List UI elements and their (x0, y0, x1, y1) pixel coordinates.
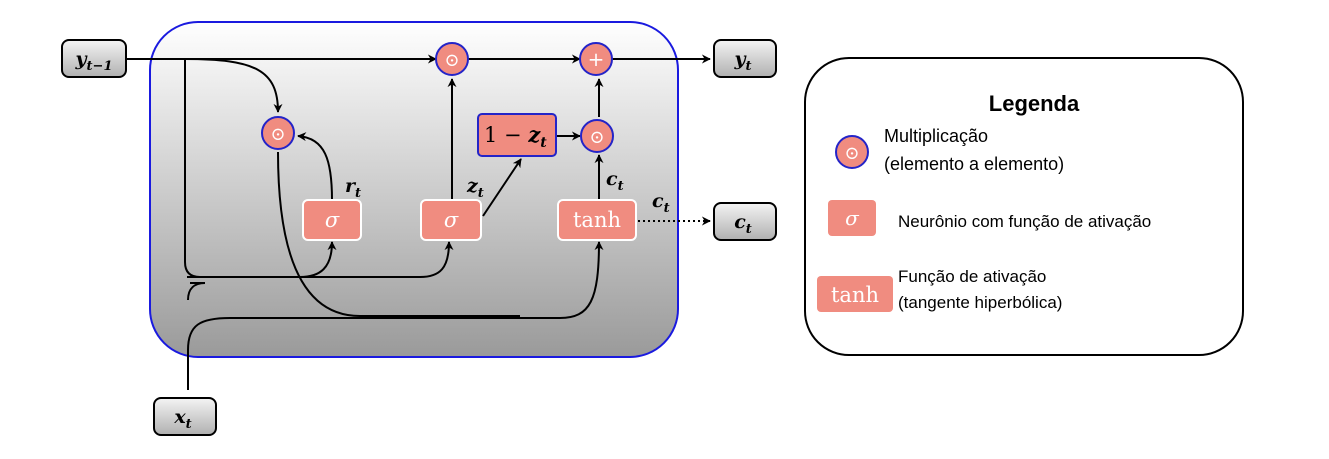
tanh-node: tanh (557, 199, 637, 241)
connections (126, 54, 711, 390)
edge-xt-up-tanh (187, 241, 604, 390)
svg-text:tanh: tanh (831, 283, 879, 307)
odot-reset-symbol: ⊙ (270, 124, 285, 145)
one-minus-z-node: 1 − zt (477, 113, 557, 157)
edge-xt-up-gates (187, 282, 206, 301)
edge-sigmar-to-reset (297, 132, 333, 201)
label-r-t: rt (345, 175, 361, 201)
one-minus-prefix: 1 − (484, 123, 528, 147)
x-t-sub: t (186, 417, 192, 432)
label-c-t-dotted: ct (652, 190, 670, 216)
tanh-symbol: tanh (573, 208, 621, 232)
y-prev-sub: t−1 (87, 59, 113, 74)
sigma-z-symbol: σ (444, 208, 459, 232)
y-prev-base: y (75, 48, 89, 70)
sigma-r-symbol: σ (325, 208, 340, 232)
input-x-t: xt (153, 397, 217, 436)
input-y-prev: yt−1 (61, 39, 127, 78)
svg-text:⊙: ⊙ (844, 143, 859, 164)
c-t-base: c (734, 211, 746, 233)
sigma-r-node: σ (302, 199, 362, 241)
legend-sigma-text: Neurônio com função de ativação (898, 212, 1151, 231)
svg-text:ct: ct (734, 211, 752, 237)
svg-text:yt: yt (733, 48, 751, 74)
edge-reset-odot-to-tanh (277, 151, 520, 317)
x-t-base: x (173, 406, 186, 428)
legend: Legenda ⊙ Multiplicação (elemento a elem… (804, 57, 1244, 356)
legend-mult-line2: (elemento a elemento) (884, 154, 1064, 174)
svg-text:σ: σ (845, 206, 860, 230)
legend-mult-icon: ⊙ (835, 135, 869, 169)
legend-tanh-icon: tanh (817, 276, 893, 312)
odot-right: ⊙ (580, 119, 614, 153)
legend-sigma-icon: σ (828, 200, 876, 236)
label-c-t-upper: ct (606, 168, 624, 194)
output-c-t: ct (713, 202, 777, 241)
plus-symbol: + (588, 47, 605, 71)
edge-yprev-to-reset-odot (184, 58, 283, 113)
odot-right-symbol: ⊙ (589, 127, 604, 148)
legend-tanh-line1: Função de ativação (898, 267, 1046, 286)
legend-title: Legenda (989, 91, 1080, 116)
one-minus-base: z (527, 122, 541, 147)
plus-node: + (579, 42, 613, 76)
odot-top-symbol: ⊙ (444, 50, 459, 71)
y-t-sub: t (746, 59, 752, 74)
output-y-t: yt (713, 39, 777, 78)
sigma-z-node: σ (420, 199, 482, 241)
y-t-base: y (733, 48, 747, 70)
one-minus-sub: t (540, 135, 547, 151)
legend-tanh-line2: (tangente hiperbólica) (898, 293, 1062, 312)
odot-reset: ⊙ (261, 116, 295, 150)
legend-mult-line1: Multiplicação (884, 126, 988, 146)
edge-yprev-down-b (187, 241, 454, 278)
svg-text:yt−1: yt−1 (75, 48, 113, 74)
svg-text:1 − zt: 1 − zt (484, 122, 547, 151)
edge-sigmaz-to-1mz (482, 158, 522, 217)
c-t-sub: t (746, 222, 752, 237)
odot-top: ⊙ (435, 42, 469, 76)
svg-text:xt: xt (173, 406, 191, 432)
label-z-t: zt (466, 175, 484, 201)
